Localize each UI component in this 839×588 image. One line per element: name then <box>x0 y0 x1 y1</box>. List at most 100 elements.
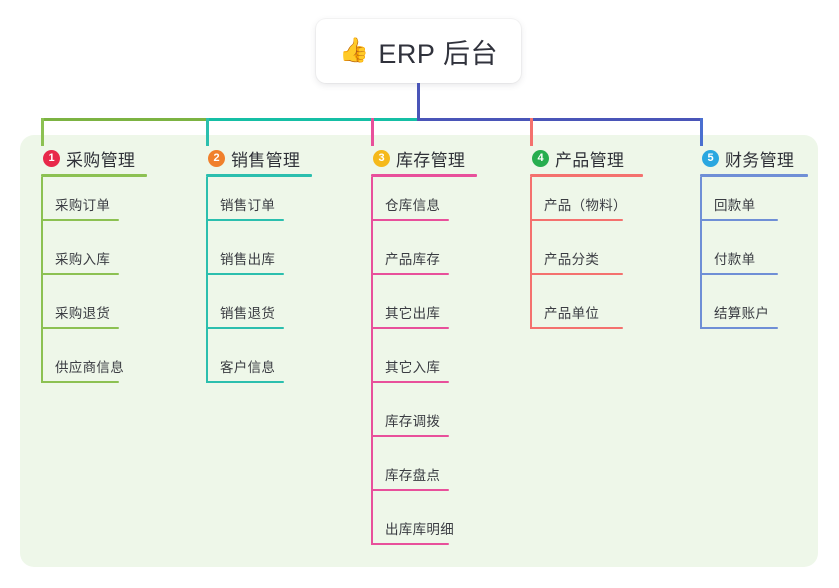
branch-title-5: 财务管理 <box>725 150 795 170</box>
leaf-node[interactable]: 采购订单 <box>41 194 119 221</box>
branch-badge-4: 4 <box>532 149 549 167</box>
leaf-label: 结算账户 <box>714 306 770 321</box>
leaf-label: 产品单位 <box>544 306 600 321</box>
diagram-background <box>20 135 818 567</box>
leaf-label: 付款单 <box>714 252 756 267</box>
branch-drop-line-1 <box>41 118 44 146</box>
leaf-node[interactable]: 产品单位 <box>530 302 623 329</box>
leaf-underline <box>371 435 449 437</box>
leaf-node[interactable]: 结算账户 <box>700 302 778 329</box>
branch-drop-line-3 <box>371 118 374 146</box>
leaf-node[interactable]: 销售退货 <box>206 302 284 329</box>
leaf-underline <box>371 273 449 275</box>
leaf-node[interactable]: 产品分类 <box>530 248 623 275</box>
branch-badge-1: 1 <box>43 149 60 167</box>
leaf-node[interactable]: 库存盘点 <box>371 464 449 491</box>
root-node-label: 👍 ERP 后台 <box>339 32 498 71</box>
leaf-node[interactable]: 供应商信息 <box>41 356 124 383</box>
leaf-node[interactable]: 产品（物料） <box>530 194 627 221</box>
leaf-label: 产品库存 <box>385 252 441 267</box>
leaf-underline <box>41 219 119 221</box>
branch-underline-5 <box>700 174 808 177</box>
leaf-label: 仓库信息 <box>385 198 441 213</box>
leaf-label: 其它出库 <box>385 306 441 321</box>
leaf-label: 采购退货 <box>55 306 111 321</box>
branch-header-3[interactable]: 3 库存管理 <box>371 146 477 170</box>
branch-header-1[interactable]: 1 采购管理 <box>41 146 147 170</box>
leaf-label: 库存调拨 <box>385 414 441 429</box>
leaf-underline <box>206 273 284 275</box>
leaf-underline <box>206 381 284 383</box>
leaf-underline <box>700 273 778 275</box>
leaf-node[interactable]: 采购退货 <box>41 302 119 329</box>
leaf-node[interactable]: 产品库存 <box>371 248 449 275</box>
branch-spine-5 <box>700 177 702 329</box>
branch-underline-4 <box>530 174 643 177</box>
leaf-label: 采购入库 <box>55 252 111 267</box>
branch-spine-3 <box>371 177 373 545</box>
leaf-underline <box>371 381 449 383</box>
leaf-underline <box>700 327 778 329</box>
bus-segment-right <box>417 118 702 121</box>
leaf-label: 回款单 <box>714 198 756 213</box>
bus-segment-left <box>41 118 206 121</box>
leaf-underline <box>371 543 449 545</box>
bus-segment-mid <box>206 118 419 121</box>
leaf-label: 库存盘点 <box>385 468 441 483</box>
leaf-underline <box>530 219 623 221</box>
leaf-underline <box>41 273 119 275</box>
leaf-underline <box>206 327 284 329</box>
leaf-node[interactable]: 仓库信息 <box>371 194 449 221</box>
leaf-node[interactable]: 出库库明细 <box>371 518 454 545</box>
branch-drop-line-5 <box>700 118 703 146</box>
branch-title-1: 采购管理 <box>66 150 136 170</box>
leaf-node[interactable]: 客户信息 <box>206 356 284 383</box>
root-node-title: ERP 后台 <box>378 38 498 69</box>
branch-badge-2: 2 <box>208 149 225 167</box>
root-node[interactable]: 👍 ERP 后台 <box>316 19 521 83</box>
branch-spine-2 <box>206 177 208 383</box>
leaf-label: 产品（物料） <box>544 198 627 213</box>
leaf-label: 其它入库 <box>385 360 441 375</box>
branch-1: 1 采购管理采购订单采购入库采购退货供应商信息 <box>41 146 147 383</box>
leaf-underline <box>371 489 449 491</box>
branch-badge-3: 3 <box>373 149 390 167</box>
branch-spine-1 <box>41 177 43 383</box>
leaf-underline <box>530 327 623 329</box>
leaf-node[interactable]: 销售订单 <box>206 194 284 221</box>
root-drop-line <box>417 83 420 118</box>
leaf-label: 销售退货 <box>220 306 276 321</box>
leaf-underline <box>371 327 449 329</box>
leaf-node[interactable]: 库存调拨 <box>371 410 449 437</box>
branch-underline-1 <box>41 174 147 177</box>
branch-title-3: 库存管理 <box>396 150 466 170</box>
leaf-node[interactable]: 采购入库 <box>41 248 119 275</box>
thumbs-up-icon: 👍 <box>339 37 370 64</box>
leaf-underline <box>41 327 119 329</box>
leaf-label: 客户信息 <box>220 360 276 375</box>
branch-drop-line-4 <box>530 118 533 146</box>
leaf-node[interactable]: 其它出库 <box>371 302 449 329</box>
branch-drop-line-2 <box>206 118 209 146</box>
leaf-node[interactable]: 其它入库 <box>371 356 449 383</box>
leaf-underline <box>371 219 449 221</box>
leaf-label: 供应商信息 <box>55 360 124 375</box>
leaf-label: 产品分类 <box>544 252 600 267</box>
leaf-underline <box>41 381 119 383</box>
leaf-node[interactable]: 付款单 <box>700 248 778 275</box>
branch-underline-2 <box>206 174 312 177</box>
leaf-underline <box>206 219 284 221</box>
leaf-node[interactable]: 销售出库 <box>206 248 284 275</box>
leaf-label: 销售出库 <box>220 252 276 267</box>
leaf-label: 采购订单 <box>55 198 111 213</box>
branch-spine-4 <box>530 177 532 329</box>
leaf-underline <box>530 273 623 275</box>
leaf-node[interactable]: 回款单 <box>700 194 778 221</box>
